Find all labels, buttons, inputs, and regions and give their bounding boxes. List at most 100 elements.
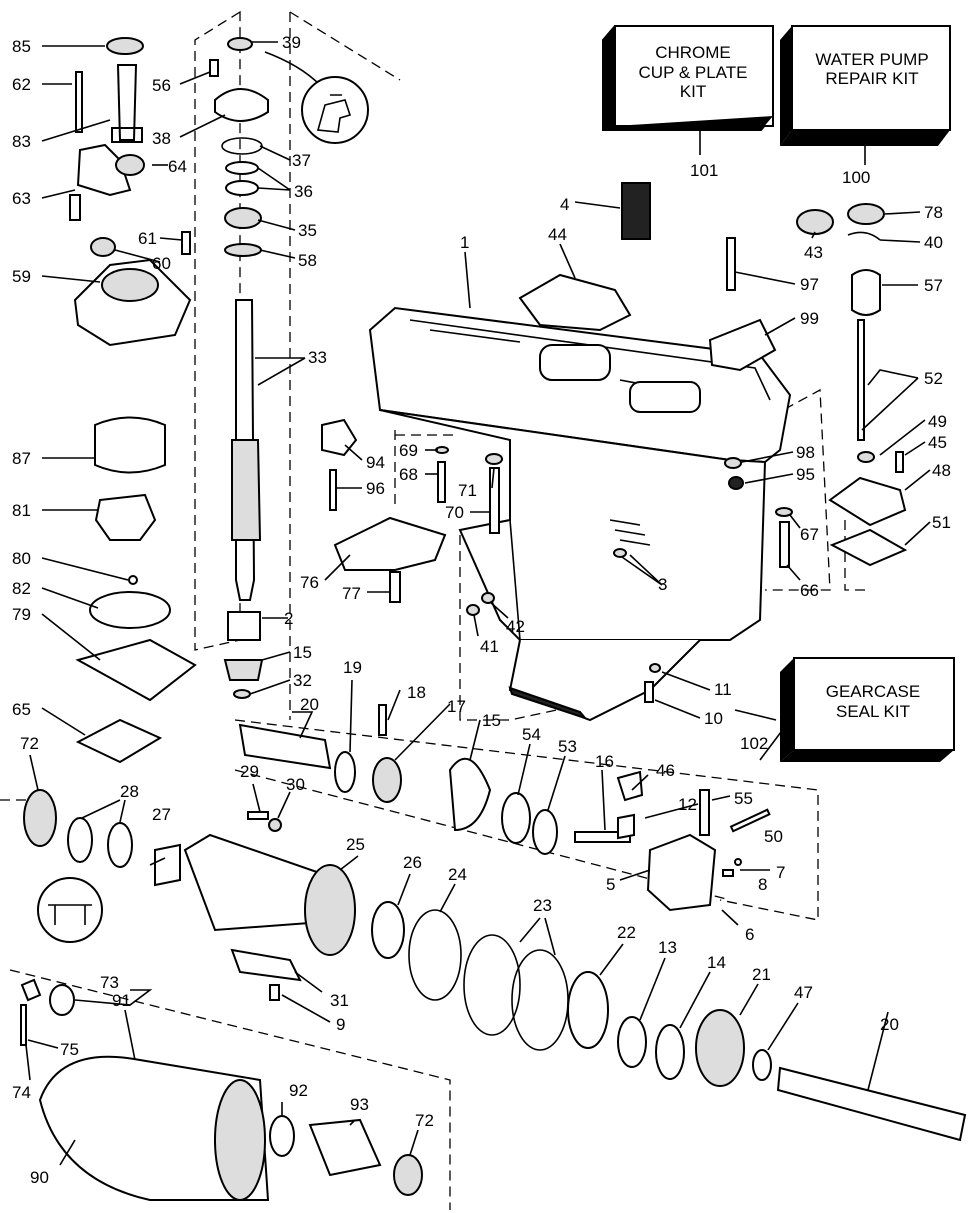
part-label: 27 <box>152 805 171 824</box>
seal-detail-icon <box>48 904 92 925</box>
part-label: 42 <box>506 617 525 636</box>
part-20b-prop-shaft <box>776 1066 967 1142</box>
part-label: 25 <box>346 835 365 854</box>
part-label: 32 <box>293 671 312 690</box>
part-83 <box>111 64 143 143</box>
part-95 <box>728 476 744 490</box>
part-72b <box>393 1154 423 1196</box>
part-58 <box>224 243 262 257</box>
kit-line: KIT <box>680 82 706 101</box>
part-label: 100 <box>842 168 870 187</box>
part-33-spline <box>231 439 262 541</box>
part-label: 38 <box>152 129 171 148</box>
gearcase-housing <box>368 306 792 722</box>
part-label: 92 <box>289 1081 308 1100</box>
part-81-impeller <box>94 493 157 541</box>
part-label: 2 <box>284 609 293 628</box>
part-37 <box>221 137 263 155</box>
part-label: 64 <box>168 157 187 176</box>
part-label: 68 <box>399 465 418 484</box>
part-82 <box>89 591 171 629</box>
part-97 <box>726 237 736 291</box>
outboard-icon-callout <box>301 76 369 144</box>
part-label: 7 <box>776 863 785 882</box>
part-label: 53 <box>558 737 577 756</box>
part-5 <box>646 833 717 912</box>
part-61 <box>181 231 191 255</box>
kit-line: CHROME <box>655 43 731 62</box>
part-label: 79 <box>12 605 31 624</box>
prop-group-outline <box>9 969 451 1210</box>
part-label: 61 <box>138 229 157 248</box>
kit-box-gearcase-seal: GEARCASE SEAL KIT <box>780 657 955 762</box>
part-label: 76 <box>300 573 319 592</box>
part-label: 19 <box>343 658 362 677</box>
part-label: 6 <box>745 925 754 944</box>
part-label: 62 <box>12 75 31 94</box>
part-label: 97 <box>800 275 819 294</box>
part-label: 41 <box>480 637 499 656</box>
part-label: 66 <box>800 581 819 600</box>
kit-box-water-pump: WATER PUMP REPAIR KIT <box>780 25 951 146</box>
part-71 <box>485 453 503 465</box>
part-label: 50 <box>764 827 783 846</box>
part-label: 55 <box>734 789 753 808</box>
part-label: 11 <box>714 680 732 699</box>
part-label: 57 <box>924 276 943 295</box>
part-36b <box>225 180 259 196</box>
part-label: 99 <box>800 309 819 328</box>
part-7 <box>734 858 742 866</box>
part-label: 46 <box>656 761 675 780</box>
part-13 <box>617 1016 647 1068</box>
part-68 <box>437 461 446 503</box>
kit-line: WATER PUMP <box>815 50 928 69</box>
part-label: 87 <box>12 449 31 468</box>
part-63 <box>69 143 132 221</box>
part-52 <box>857 319 865 441</box>
part-label: 56 <box>152 76 171 95</box>
part-21-gear <box>695 1009 745 1087</box>
part-label: 8 <box>758 875 767 894</box>
part-label: 1 <box>460 233 469 252</box>
part-label: 101 <box>690 161 718 180</box>
part-93 <box>308 1118 382 1177</box>
part-label: 67 <box>800 525 819 544</box>
part-78 <box>847 203 885 225</box>
part-29 <box>247 811 269 820</box>
part-35 <box>224 207 262 229</box>
part-11 <box>649 663 661 673</box>
part-label: 63 <box>12 189 31 208</box>
part-label: 31 <box>330 991 349 1010</box>
part-label: 78 <box>924 203 943 222</box>
part-27 <box>154 843 181 887</box>
part-22 <box>567 971 609 1049</box>
kit-line: GEARCASE <box>826 682 920 701</box>
part-31 <box>230 948 302 982</box>
part-53 <box>532 809 558 855</box>
part-label: 59 <box>12 267 31 286</box>
part-label: 20 <box>300 695 319 714</box>
part-45 <box>895 451 904 473</box>
part-85 <box>106 37 144 55</box>
part-14 <box>655 1024 685 1080</box>
part-label: 77 <box>342 584 361 603</box>
part-98 <box>724 457 742 469</box>
part-26 <box>371 901 405 959</box>
part-label: 15 <box>293 643 312 662</box>
bearing-group-outline <box>234 769 731 901</box>
part-label: 47 <box>794 983 813 1002</box>
part-label: 3 <box>658 575 667 594</box>
part-44 <box>518 273 632 332</box>
part-label: 85 <box>12 37 31 56</box>
part-2 <box>227 611 261 641</box>
part-64 <box>115 154 145 176</box>
part-label: 54 <box>522 725 541 744</box>
part-label: 21 <box>752 965 771 984</box>
part-65 <box>75 718 163 764</box>
part-label: 48 <box>932 461 951 480</box>
part-74-nut <box>20 978 42 1002</box>
part-42 <box>481 592 495 604</box>
part-19 <box>334 751 356 793</box>
